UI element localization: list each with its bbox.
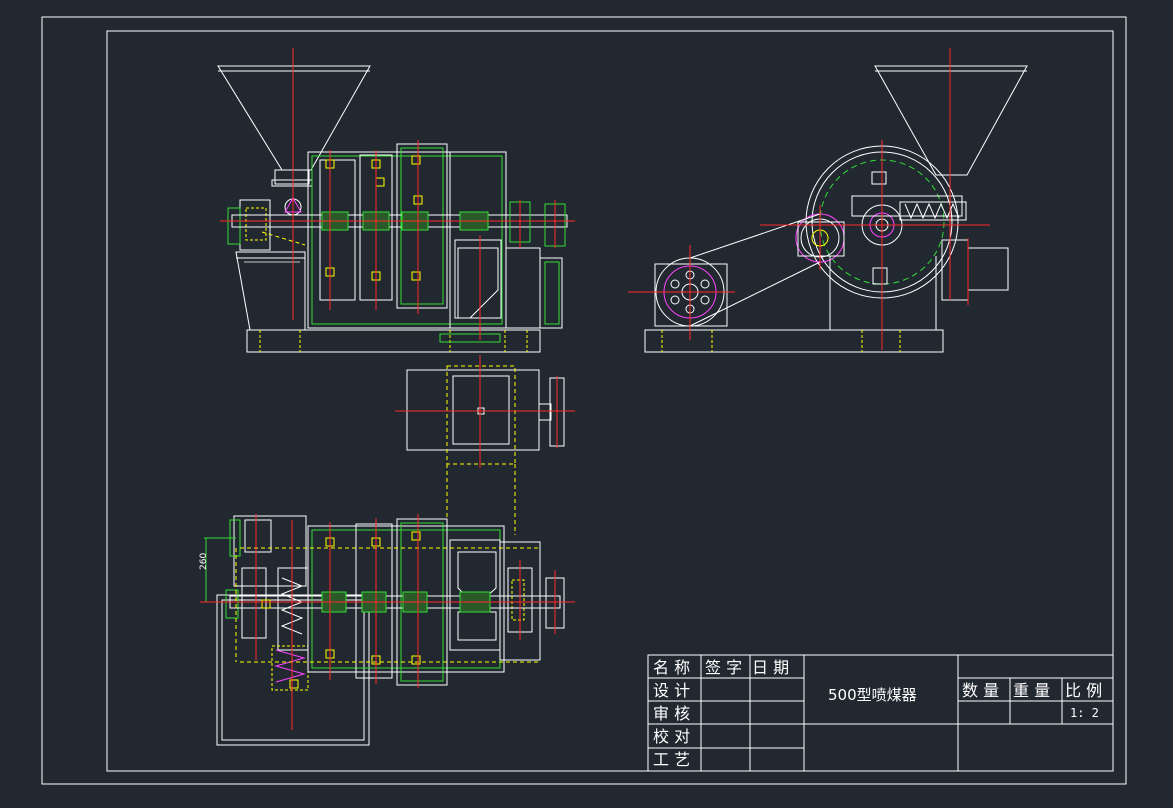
sign-header: 签 字 xyxy=(705,658,742,677)
motor-top-view xyxy=(395,355,575,550)
dimension-value: 260 xyxy=(199,553,209,570)
plan-main-casing xyxy=(307,525,505,673)
row-label-process: 工 艺 xyxy=(653,750,690,769)
outer-border xyxy=(41,16,1127,785)
date-header: 日 期 xyxy=(752,658,789,677)
title-block-text: 名 称 设 计 审 核 校 对 工 艺 签 字 日 期 500型喷煤器 数 量 … xyxy=(653,658,1102,769)
row-label-check: 校 对 xyxy=(653,727,690,746)
front-lower-housing xyxy=(235,251,306,331)
plan-hopper-outline xyxy=(216,594,370,746)
title-block xyxy=(647,654,1114,772)
side-hopper xyxy=(874,65,1028,176)
front-view xyxy=(217,48,575,353)
inner-border xyxy=(106,30,1114,772)
motor-body xyxy=(406,369,540,451)
front-base xyxy=(246,329,541,353)
scale-value: 1: 2 xyxy=(1070,706,1099,720)
side-view xyxy=(628,48,1028,353)
front-hopper xyxy=(217,65,371,171)
plan-view: 260 xyxy=(199,514,575,746)
side-base xyxy=(644,329,944,353)
drawing-name: 500型喷煤器 xyxy=(828,686,917,704)
scale-header: 比 例 xyxy=(1065,681,1102,700)
row-label-review: 审 核 xyxy=(653,704,690,723)
weight-header: 重 量 xyxy=(1013,681,1050,700)
row-label-design: 设 计 xyxy=(653,681,690,700)
row-label-name: 名 称 xyxy=(653,658,690,677)
quantity-header: 数 量 xyxy=(962,681,999,700)
